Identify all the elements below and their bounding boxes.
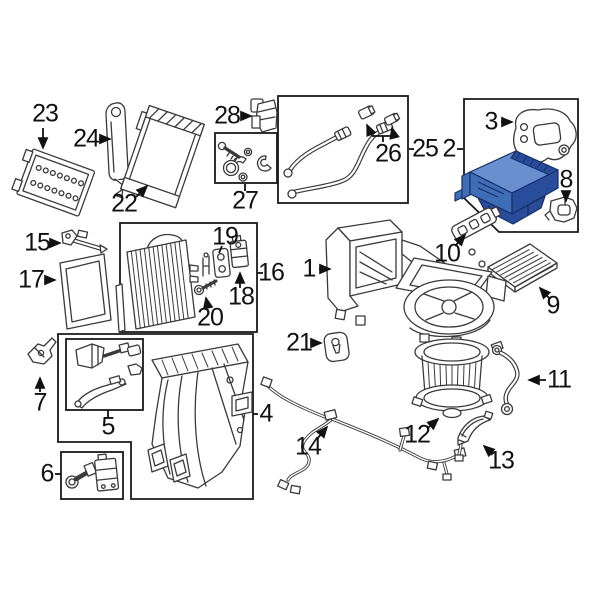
callout-3[interactable]: 3	[484, 107, 499, 136]
part-11-drain-tube[interactable]	[490, 340, 520, 416]
part-24-bracket[interactable]	[105, 102, 129, 187]
part-20-bolt[interactable]	[193, 279, 218, 296]
callout-arrows	[34, 110, 572, 475]
part-13-duct[interactable]	[454, 410, 494, 462]
part-12-blower-motor[interactable]	[411, 338, 493, 419]
callout-12[interactable]: 12	[404, 420, 431, 449]
group-box-16	[119, 222, 258, 333]
callout-26[interactable]: 26	[375, 139, 402, 168]
callout-10[interactable]: 10	[434, 239, 461, 268]
callout-14[interactable]: 14	[295, 432, 322, 461]
part-21-grommet[interactable]	[323, 331, 350, 363]
callout-20[interactable]: 20	[197, 303, 224, 332]
part-22-core[interactable]	[113, 104, 205, 215]
callout-28[interactable]: 28	[214, 101, 241, 130]
part-28-valve[interactable]	[250, 98, 278, 133]
part-27-fitting-kit[interactable]	[217, 141, 272, 182]
callout-21[interactable]: 21	[286, 328, 313, 357]
part-7-bracket[interactable]	[27, 337, 57, 365]
part-25-26-pipes[interactable]	[283, 105, 401, 199]
part-18-expansion-valve[interactable]	[229, 235, 249, 269]
group-box-5	[65, 338, 144, 411]
group-box-4	[57, 333, 254, 500]
callout-18[interactable]: 18	[228, 282, 255, 311]
part-17-seal-frame[interactable]	[59, 253, 126, 333]
callout-24[interactable]: 24	[73, 124, 100, 153]
callout-15[interactable]: 15	[24, 228, 51, 257]
part-1-blower-case[interactable]	[325, 219, 507, 346]
part-4-heater-case[interactable]	[147, 343, 253, 489]
callout-2[interactable]: 2	[442, 134, 457, 163]
callout-17[interactable]: 17	[18, 265, 45, 294]
callout-19[interactable]: 19	[212, 222, 239, 251]
part-mounting-clip[interactable]	[202, 252, 210, 277]
part-2-air-inlet-housing[interactable]	[454, 150, 559, 225]
callout-27[interactable]: 27	[232, 186, 259, 215]
callout-16[interactable]: 16	[258, 258, 285, 287]
callout-25[interactable]: 25	[412, 134, 439, 163]
part-23-core-panel[interactable]	[11, 147, 96, 217]
group-box-27	[214, 132, 278, 184]
callout-7[interactable]: 7	[33, 388, 48, 417]
callout-5[interactable]: 5	[101, 412, 116, 441]
part-14-wiring-harness[interactable]	[260, 376, 467, 495]
callout-9[interactable]: 9	[546, 291, 561, 320]
group-box-6	[60, 451, 124, 500]
group-boxes	[57, 95, 579, 500]
group-box-25-26	[277, 95, 409, 204]
part-15-pipe-bracket[interactable]	[61, 229, 108, 254]
callout-8[interactable]: 8	[559, 165, 574, 194]
callout-13[interactable]: 13	[488, 446, 515, 475]
part-6-sensor-kit[interactable]	[65, 453, 120, 492]
callout-22[interactable]: 22	[111, 189, 138, 218]
callout-23[interactable]: 23	[32, 99, 59, 128]
part-5-actuator-kit[interactable]	[74, 342, 143, 409]
part-8-bracket[interactable]	[544, 196, 578, 223]
callout-11[interactable]: 11	[547, 365, 572, 394]
callout-1[interactable]: 1	[302, 254, 317, 283]
callout-6[interactable]: 6	[40, 459, 55, 488]
part-19-seal-plate[interactable]	[212, 247, 231, 279]
part-16-evaporator[interactable]	[126, 233, 199, 330]
callout-4[interactable]: 4	[259, 399, 274, 428]
